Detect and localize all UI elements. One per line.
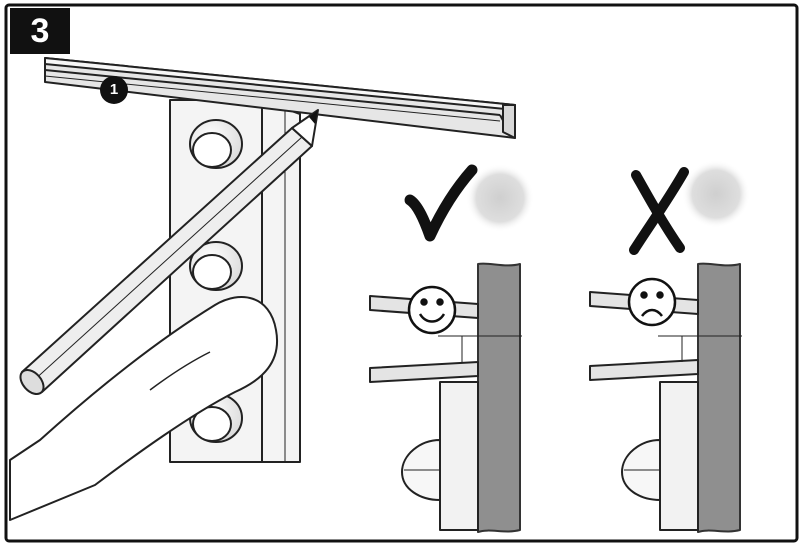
callout-marker: 1 bbox=[100, 76, 128, 104]
sad-face-icon bbox=[627, 277, 677, 327]
correct-detail bbox=[369, 262, 522, 533]
smiley-face-icon bbox=[407, 285, 457, 335]
bolt-middle bbox=[189, 241, 243, 291]
light-glow-icon bbox=[682, 160, 750, 228]
left-scene bbox=[9, 57, 516, 521]
rail-track bbox=[44, 57, 516, 139]
bolt-top bbox=[189, 119, 243, 169]
hand bbox=[9, 296, 279, 521]
light-glow-icon bbox=[466, 164, 534, 232]
fixture-body-correct bbox=[439, 381, 479, 531]
check-mark-icon bbox=[404, 164, 478, 242]
cross-mark-icon bbox=[629, 167, 689, 255]
bracket-lower-correct bbox=[369, 361, 479, 383]
wall-correct bbox=[477, 262, 521, 533]
wall-incorrect bbox=[697, 262, 741, 533]
pencil bbox=[19, 109, 319, 396]
incorrect-detail bbox=[589, 262, 742, 533]
step-number-badge: 3 bbox=[10, 8, 70, 54]
bracket-lower-incorrect bbox=[589, 359, 699, 381]
fixture-body-incorrect bbox=[659, 381, 699, 531]
